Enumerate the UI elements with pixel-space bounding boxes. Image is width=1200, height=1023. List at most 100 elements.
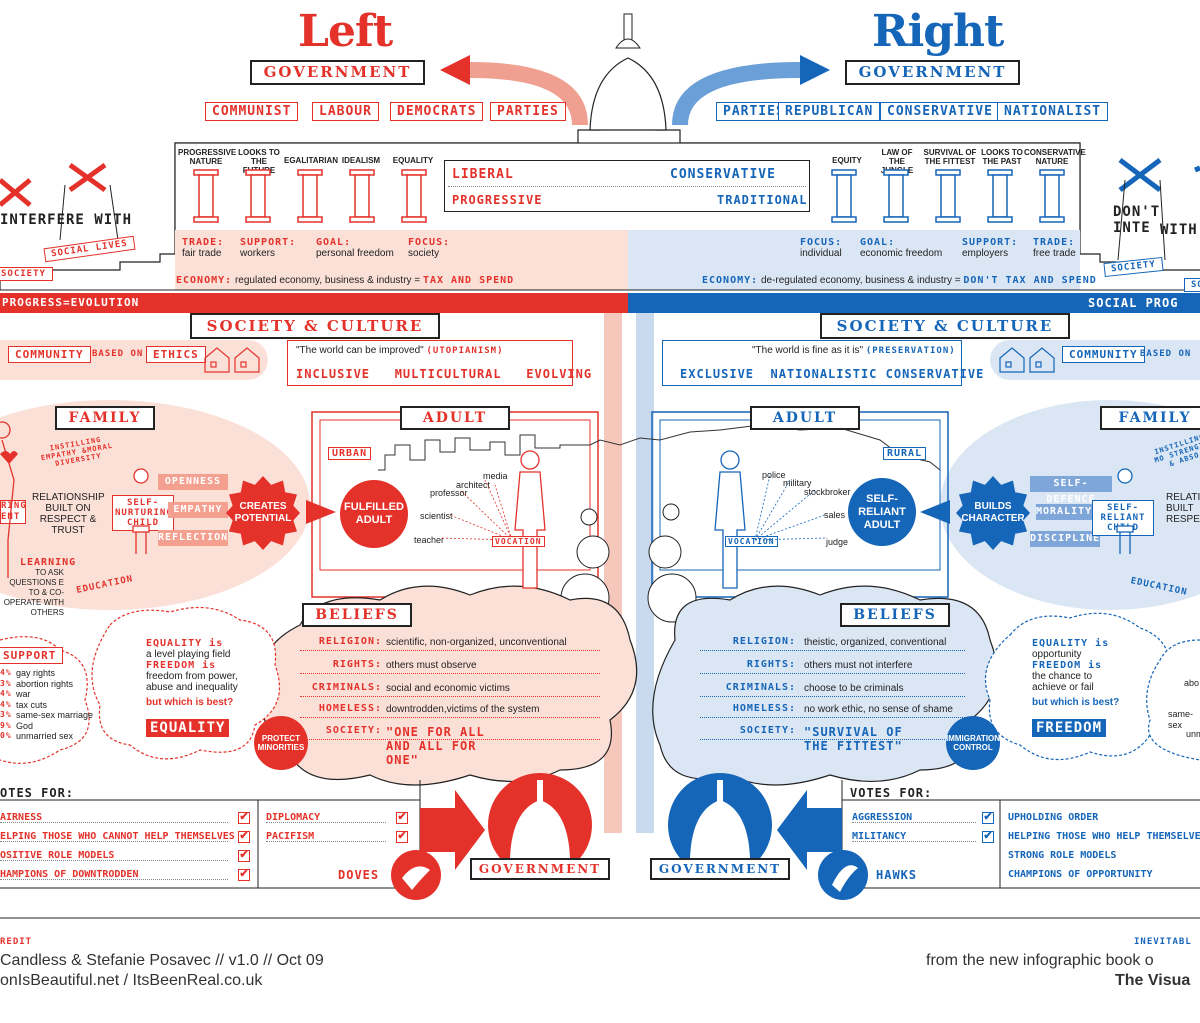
belief-value-left: downtrodden,victims of the system (386, 704, 540, 715)
vote-checkbox: ✔ (238, 868, 250, 881)
support-item: abortion rights (16, 678, 74, 689)
side-right-so: SO (1184, 278, 1200, 292)
based-on-right: BASED ON (1140, 349, 1192, 359)
vote-item-left: HAMPIONS OF DOWNTRODDEN (0, 869, 139, 880)
left-support: SUPPORT: workers (240, 237, 297, 259)
job-professor: professor (430, 488, 468, 498)
vote-leader (0, 822, 228, 823)
left-pillars (193, 169, 427, 223)
based-on-left: BASED ON (92, 349, 144, 359)
discipline-arrow: DISCIPLINE (1030, 531, 1100, 547)
belief-value-right: choose to be criminals (804, 683, 904, 694)
credit-right-line2: The Visua (1115, 972, 1191, 989)
society-right-quote: "The world is fine as it is" (PRESERVATI… (752, 345, 956, 356)
belief-divider-left (300, 673, 600, 674)
right-trade: TRADE: free trade (1033, 237, 1076, 259)
vocation-right: VOCATION (725, 536, 778, 547)
vote-item-right2: UPHOLDING ORDER (1008, 812, 1099, 823)
party-democrats: DEMOCRATS (390, 102, 484, 121)
right-economy: ECONOMY: de-regulated economy, business … (702, 275, 1097, 286)
social-progress-right: SOCIAL PROG (1088, 296, 1179, 310)
side-left-text: INTERFERE WITH (0, 212, 133, 228)
vote-leader (0, 860, 228, 861)
society-left-box (287, 340, 573, 386)
left-government-ribbon: GOVERNMENT (250, 60, 425, 85)
right-pillars (831, 169, 1065, 223)
support-pct: 4% (0, 668, 12, 677)
right-goal: GOAL: economic freedom (860, 237, 943, 259)
vote-item-right: MILITANCY (852, 831, 907, 842)
belief-divider-left (300, 739, 600, 740)
job-stockbroker: stockbroker (804, 487, 851, 497)
pillar-label-survival: SURVIVAL OF THE FITTEST (923, 148, 977, 166)
support-pct: 4% (0, 689, 12, 698)
vocation-left: VOCATION (492, 536, 545, 547)
belief-key-right: RELIGION: (732, 636, 796, 647)
right-government-ribbon: GOVERNMENT (845, 60, 1020, 85)
pillar-label-equality: EQUALITY (392, 156, 434, 165)
vote-item-left2: PACIFISM (266, 831, 315, 842)
left-economy: ECONOMY: regulated economy, business & i… (176, 275, 515, 286)
spectrum-progressive: PROGRESSIVE (452, 193, 543, 207)
equality-right-card: EQUALITY is opportunity FREEDOM is the c… (1032, 638, 1120, 708)
society-left-words: INCLUSIVE MULTICULTURAL EVOLVING (296, 367, 593, 381)
society-right-box (662, 340, 962, 386)
vote-checkbox: ✔ (396, 830, 408, 843)
vote-item-left: ELPING THOSE WHO CANNOT HELP THEMSELVES (0, 831, 235, 842)
doves-label: DOVES (338, 868, 380, 882)
credit-right-line1: from the new infographic book o (926, 952, 1154, 969)
immigration-control: IMMIGRATION CONTROL (946, 716, 1000, 770)
society-culture-ribbon-left: SOCIETY & CULTURE (190, 313, 440, 339)
vote-item-right2: STRONG ROLE MODELS (1008, 850, 1117, 861)
belief-divider-right (700, 673, 965, 674)
left-title: Left (298, 6, 393, 57)
pillar-label-looks-past: LOOKS TO THE PAST (981, 148, 1023, 166)
parties-label-left: PARTIES (490, 102, 566, 121)
community-tag-left: COMMUNITY (8, 346, 91, 363)
morality-arrow: MORALITY (1036, 504, 1092, 520)
job-teacher: teacher (414, 535, 445, 545)
society-culture-ribbon-right: SOCIETY & CULTURE (820, 313, 1070, 339)
vote-leader (266, 841, 386, 842)
belief-value-left: scientific, non-organized, unconventiona… (386, 637, 567, 648)
equality-answer: EQUALITY (146, 719, 230, 737)
vote-item-left: AIRNESS (0, 812, 43, 823)
party-republican: REPUBLICAN (778, 102, 881, 121)
vote-item-right2: CHAMPIONS OF OPPORTUNITY (1008, 869, 1153, 880)
support-item: tax cuts (16, 699, 48, 710)
belief-divider-left (300, 696, 600, 697)
adult-figure-right (714, 450, 746, 589)
adult-ribbon-right: ADULT (750, 406, 860, 430)
support-pct: 0% (0, 731, 12, 740)
right-focus: FOCUS: individual (800, 237, 843, 259)
parent-figure-left (0, 421, 18, 578)
relationship-right: RELATIO BUILT RESPECT (1166, 492, 1200, 525)
urban-tag: URBAN (328, 447, 372, 460)
support-pct: 3% (0, 710, 12, 719)
vote-leader (266, 822, 386, 823)
vote-checkbox: ✔ (982, 811, 994, 824)
job-media: media (483, 471, 508, 481)
support-item: gay rights (16, 668, 56, 678)
learning-label: LEARNING (20, 557, 77, 568)
belief-divider-left (300, 717, 600, 718)
self-reliant-adult: SELF-RELIANT ADULT (848, 478, 916, 546)
vote-item-left: OSITIVE ROLE MODELS (0, 850, 115, 861)
rural-tag: RURAL (883, 447, 927, 460)
side-left-society: SOCIETY (0, 267, 53, 281)
belief-divider-right (700, 696, 965, 697)
votes-label-right: VOTES FOR: (850, 786, 933, 800)
openness-arrow: OPENNESS (158, 474, 228, 490)
support-pct: 4% (0, 699, 12, 709)
belief-key-left: CRIMINALS: (311, 682, 382, 693)
party-communist: COMMUNIST (205, 102, 299, 121)
belief-divider-right (700, 650, 965, 651)
belief-value-right: no work ethic, no sense of shame (804, 704, 953, 715)
belief-key-left: HOMELESS: (318, 703, 382, 714)
freedom-answer: FREEDOM (1032, 719, 1107, 737)
fulfilled-adult: FULFILLED ADULT (340, 480, 408, 548)
credit-label: REDIT (0, 937, 33, 947)
family-ribbon-left: FAMILY (55, 406, 155, 430)
spectrum-conservative: CONSERVATIVE (670, 167, 776, 182)
family-ribbon-right: FAMILY (1100, 406, 1200, 430)
